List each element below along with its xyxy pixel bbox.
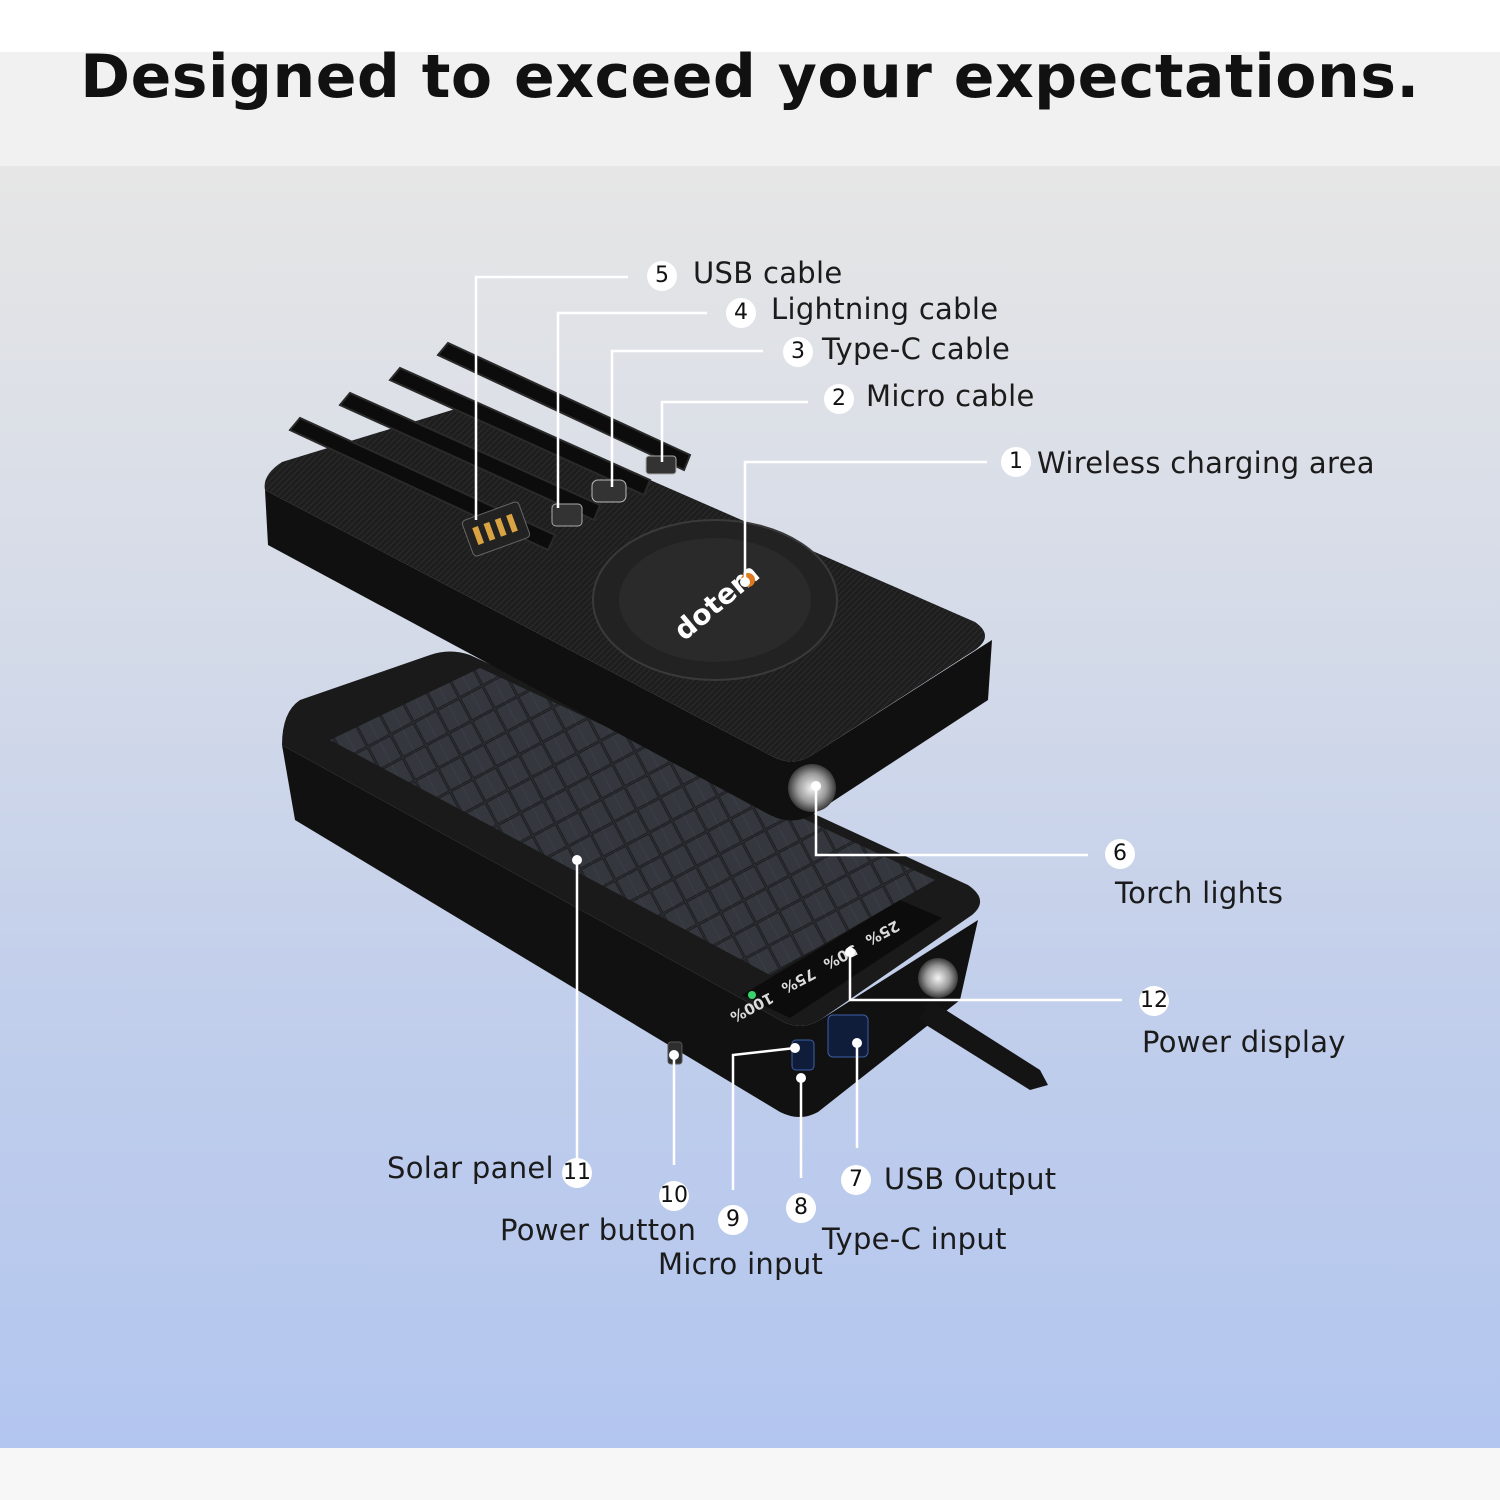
header-band — [0, 52, 1500, 166]
callout-number-1: 1 — [1001, 447, 1031, 477]
callout-label-usb-cable: USB cable — [693, 256, 843, 290]
callout-label-power-button: Power button — [500, 1213, 697, 1247]
callout-number-7: 7 — [841, 1165, 871, 1195]
callout-number-6: 6 — [1105, 839, 1135, 869]
leader-micro-input — [731, 1046, 796, 1190]
callout-label-type-c-input: Type-C input — [822, 1222, 1007, 1256]
callout-label-type-c-cable: Type-C cable — [822, 332, 1011, 366]
callout-number-2: 2 — [824, 384, 854, 414]
page-headline: Designed to exceed your expectations. — [80, 42, 1420, 112]
callout-label-usb-output: USB Output — [884, 1162, 1057, 1196]
power-display — [742, 900, 942, 1018]
leader-micro-cable — [660, 400, 808, 462]
callout-number-12: 12 — [1139, 986, 1169, 1016]
callout-label-lightning-cable: Lightning cable — [771, 292, 999, 326]
solar-panel — [330, 668, 935, 975]
callout-label-micro-cable: Micro cable — [866, 379, 1035, 413]
callout-label-solar-panel: Solar panel — [387, 1151, 554, 1185]
type-c-cable-head — [591, 479, 627, 503]
callout-number-3: 3 — [783, 337, 813, 367]
type-c-cable-loop — [388, 366, 652, 497]
callout-number-9: 9 — [718, 1205, 748, 1235]
callout-number-10: 10 — [659, 1181, 689, 1211]
micro-cable-loop — [436, 341, 692, 472]
wireless-charging-pad — [619, 538, 811, 662]
solar-power-bank: 100% 75% 50% 25% — [282, 651, 1048, 1117]
footer-band — [0, 1448, 1500, 1500]
callout-label-micro-input: Micro input — [658, 1247, 824, 1281]
hanging-cable — [918, 1000, 1048, 1090]
callout-number-4: 4 — [726, 298, 756, 328]
callout-leaders — [474, 275, 1122, 1190]
leader-type-c-cable — [610, 349, 763, 487]
usb-output-port — [827, 1014, 869, 1058]
lightning-cable-head — [551, 503, 583, 527]
callout-number-11: 11 — [562, 1158, 592, 1188]
leader-wireless-area — [743, 460, 987, 582]
leader-power-display — [848, 952, 1122, 1002]
lightning-cable-loop — [338, 391, 602, 522]
callout-number-8: 8 — [786, 1193, 816, 1223]
leader-usb-cable — [474, 275, 628, 520]
callout-label-power-display: Power display — [1142, 1025, 1346, 1059]
leader-lightning-cable — [556, 311, 707, 508]
wireless-power-bank: dotem — [264, 341, 992, 821]
charge-led — [748, 991, 756, 999]
leader-torch — [814, 786, 1088, 857]
callout-number-5: 5 — [647, 261, 677, 291]
torch-light-lower — [918, 958, 958, 998]
callout-label-wireless-area: Wireless charging area — [1037, 446, 1375, 480]
callout-label-torch-lights: Torch lights — [1115, 876, 1284, 910]
